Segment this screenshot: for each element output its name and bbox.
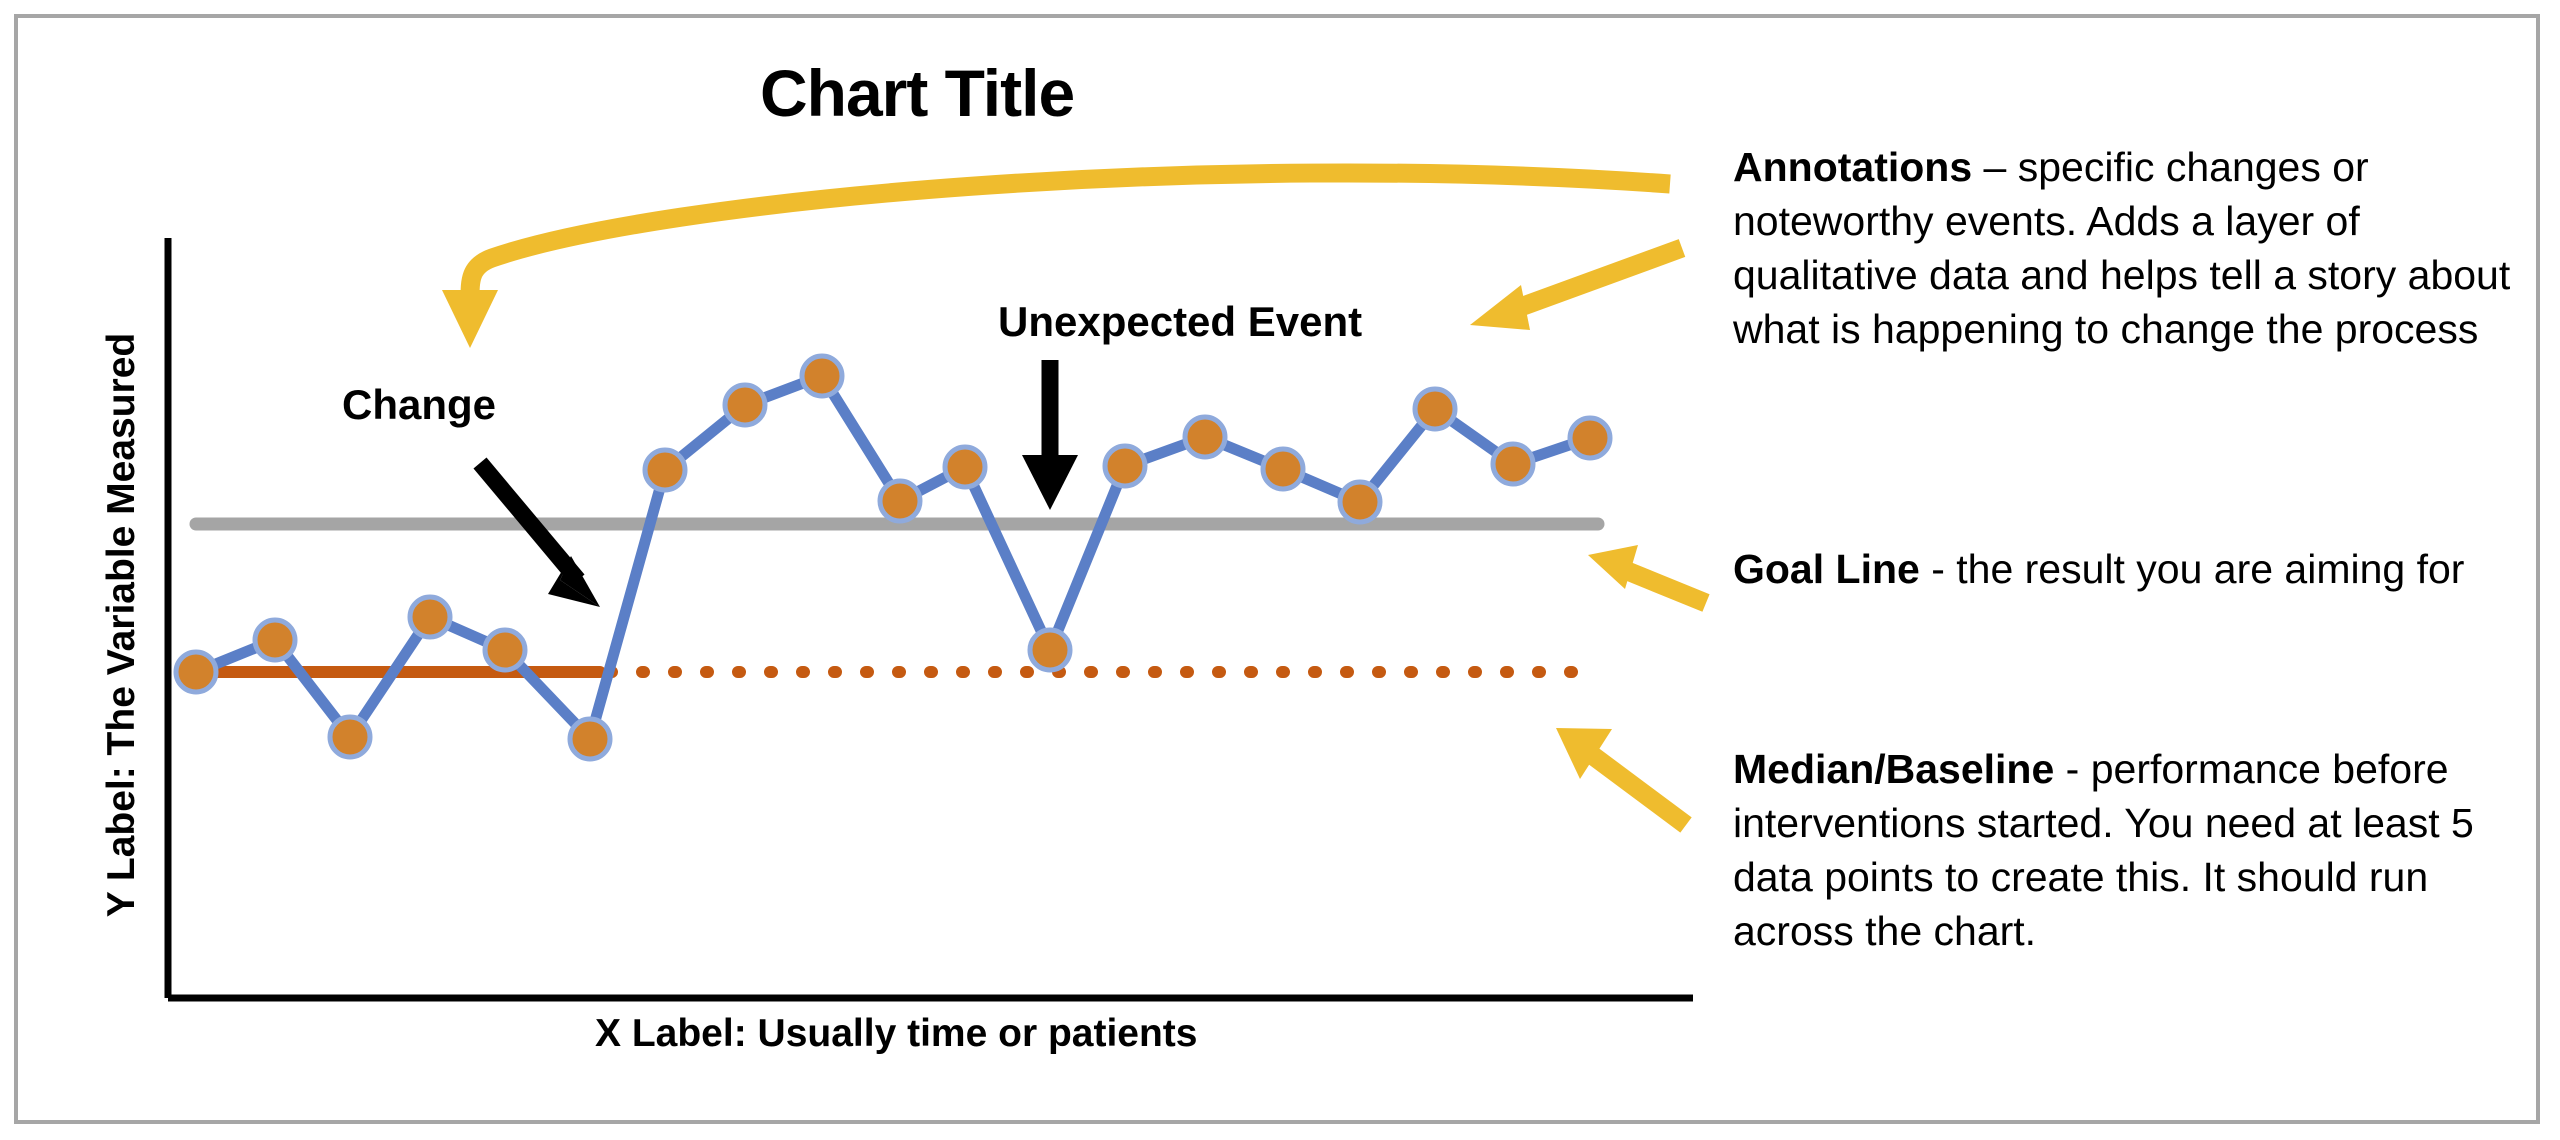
annotation-body-goal-line: the result you are aiming for	[1956, 546, 2465, 592]
annotations-pointer-arrow-icon	[1470, 239, 1686, 330]
change-arrow-icon	[473, 457, 600, 607]
y-axis-label: Y Label: The Variable Measured	[100, 332, 143, 918]
annotation-heading-goal-line: Goal Line	[1733, 546, 1920, 592]
data-point-markers	[173, 353, 1613, 762]
annotations-curved-arrow-icon	[442, 163, 1671, 348]
annotation-separator-median-baseline: -	[2054, 746, 2091, 792]
unexpected-event-arrow-icon	[1022, 360, 1078, 510]
x-axis-label: X Label: Usually time or patients	[595, 1012, 1198, 1055]
annotation-heading-annotations: Annotations	[1733, 144, 1973, 190]
data-series-line	[190, 370, 1596, 745]
page-title: Chart Title	[760, 56, 1075, 130]
annotation-text-median-baseline: Median/Baseline - performance before int…	[1733, 742, 2523, 958]
slide-border	[14, 14, 2540, 1124]
callout-label-change: Change	[342, 381, 497, 428]
annotation-separator-annotations: –	[1972, 144, 2018, 190]
callout-label-unexpected-event: Unexpected Event	[998, 298, 1363, 345]
annotation-body-median-baseline: performance before interventions started…	[1733, 746, 2474, 955]
annotation-text-goal-line: Goal Line - the result you are aiming fo…	[1733, 542, 2513, 596]
annotation-separator-goal-line: -	[1919, 546, 1957, 592]
annotation-text-annotations: Annotations – specific changes or notewo…	[1733, 140, 2533, 356]
goal-line-arrow-icon	[1588, 545, 1710, 612]
annotation-body-annotations: specific changes or noteworthy events. A…	[1733, 144, 2511, 353]
annotation-heading-median-baseline: Median/Baseline	[1733, 746, 2055, 792]
median-baseline-arrow-icon	[1556, 728, 1692, 833]
